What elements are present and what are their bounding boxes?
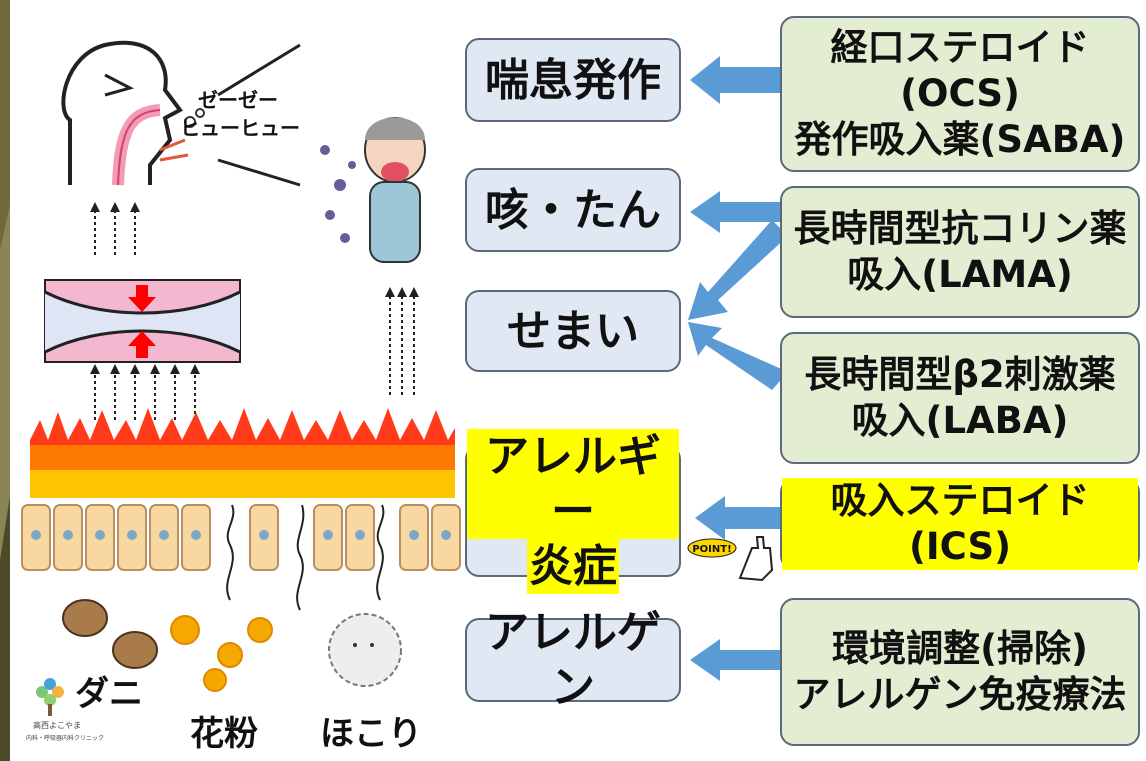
box-allergic-inflammation-line1: アレルギー <box>467 428 679 539</box>
box-environment-line1: 環境調整(掃除) <box>832 626 1088 670</box>
box-lama-line2: 吸入(LAMA) <box>847 253 1073 296</box>
box-narrowing: せまい <box>465 290 681 372</box>
coughing-person-illustration <box>320 117 426 263</box>
box-ics-text: 吸入ステロイド(ICS) <box>782 477 1138 571</box>
clinic-logo-name: 高西よこやま <box>33 720 81 730</box>
dust-ball-illustration <box>328 613 402 687</box>
box-environment-immunotherapy: 環境調整(掃除) アレルゲン免疫療法 <box>780 598 1140 746</box>
box-asthma-attack-text: 喘息発作 <box>485 54 661 106</box>
wheeze-text-2: ヒューヒュー <box>180 116 300 140</box>
box-narrowing-text: せまい <box>507 305 639 357</box>
inflammation-flames <box>30 408 455 498</box>
box-allergic-inflammation: アレルギー 炎症 <box>465 428 681 594</box>
box-ocs-saba-line2: 発作吸入薬(SABA) <box>794 118 1126 162</box>
allergen-label-mite: ダニ <box>75 674 143 714</box>
box-allergic-inflammation-line2: 炎症 <box>527 538 619 594</box>
box-environment-line2: アレルゲン免疫療法 <box>793 673 1127 716</box>
box-laba: 長時間型β2刺激薬 吸入(LABA) <box>780 332 1140 464</box>
box-ocs-saba-line1: 経口ステロイド(OCS) <box>830 25 1090 115</box>
box-cough-sputum: 咳・たん <box>465 168 681 252</box>
box-allergen-text: アレルゲン <box>485 607 661 713</box>
clinic-logo <box>36 678 64 716</box>
patient-head-illustration <box>61 40 205 186</box>
narrowed-airway-illustration <box>44 279 241 363</box>
wheeze-text-1: ゼーゼー <box>198 88 278 112</box>
box-asthma-attack: 喘息発作 <box>465 38 681 122</box>
dust-mite-illustration <box>62 599 158 669</box>
box-lama-line1: 長時間型抗コリン薬 <box>793 206 1127 250</box>
clinic-logo-sub: 内科・呼吸器内科クリニック <box>26 734 104 742</box>
box-lama: 長時間型抗コリン薬 吸入(LAMA) <box>780 186 1140 318</box>
pollen-illustration <box>170 615 273 692</box>
point-badge-text: POINT! <box>692 544 731 555</box>
asthma-illustration: ゼーゼー ヒューヒュー <box>21 40 461 754</box>
box-ocs-saba: 経口ステロイド(OCS) 発作吸入薬(SABA) <box>780 16 1140 172</box>
allergen-label-pollen: 花粉 <box>190 714 258 754</box>
box-cough-sputum-text: 咳・たん <box>485 184 661 236</box>
box-allergen: アレルゲン <box>465 607 681 713</box>
box-laba-line1: 長時間型β2刺激薬 <box>804 352 1116 396</box>
allergen-label-dust: ほこり <box>320 714 422 754</box>
box-ics: 吸入ステロイド(ICS) <box>780 477 1140 571</box>
box-laba-line2: 吸入(LABA) <box>851 399 1069 442</box>
pointing-hand-icon <box>738 536 774 582</box>
